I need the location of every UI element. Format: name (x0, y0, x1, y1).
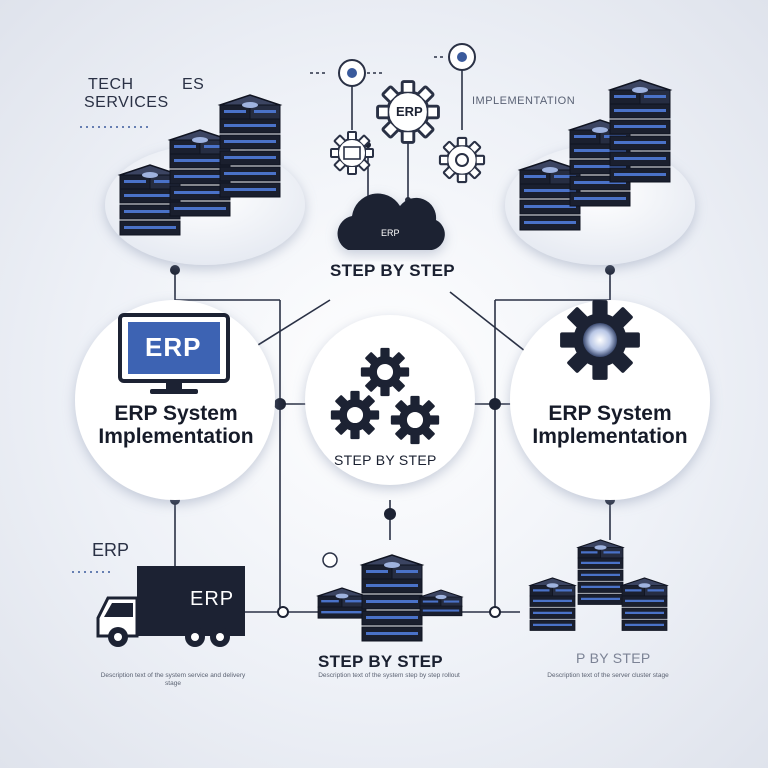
cloud-icon (337, 193, 445, 250)
step-label-bottom-right: P BY STEP (576, 650, 651, 666)
node-right-title: ERP System Implementation (522, 402, 698, 448)
server-stack-bottom-right (529, 539, 668, 631)
node-left-title-line-1: ERP System (114, 402, 238, 425)
step-label-middle: STEP BY STEP (334, 452, 437, 468)
truck-label: ERP (190, 588, 235, 610)
center-gear-label: ERP (396, 104, 423, 119)
node-right-title-line-2: Implementation (532, 425, 688, 448)
step-label-bottom: STEP BY STEP (318, 652, 443, 671)
top-right-label: IMPLEMENTATION (472, 95, 576, 107)
top-left-label-fragment: ES (182, 76, 205, 93)
top-gear-cluster (330, 43, 486, 184)
connector-lines (72, 56, 611, 613)
node-center-circle (305, 315, 475, 485)
right-node-gear (560, 300, 640, 380)
fine-print-middle: Description text of the system step by s… (318, 672, 460, 679)
node-right-circle (510, 300, 710, 500)
cloud-label: ERP (381, 228, 400, 238)
top-left-label-tech: TECH (88, 76, 134, 93)
monitor-icon (118, 313, 230, 394)
monitor-screen-label: ERP (145, 332, 202, 362)
node-right-title-line-1: ERP System (548, 402, 672, 425)
truck-icon (96, 566, 245, 647)
node-left-title: ERP System Implementation (88, 402, 264, 448)
top-left-label-services: SERVICES (84, 94, 169, 111)
step-label-upper: STEP BY STEP (330, 261, 455, 280)
server-stack-bottom-center (317, 552, 463, 642)
connector-dots (170, 142, 615, 618)
bottom-left-heading: ERP (92, 540, 130, 560)
fine-print-right: Description text of the server cluster s… (547, 672, 669, 679)
fine-print-left: Description text of the system service a… (100, 672, 246, 687)
node-left-title-line-2: Implementation (98, 425, 254, 448)
